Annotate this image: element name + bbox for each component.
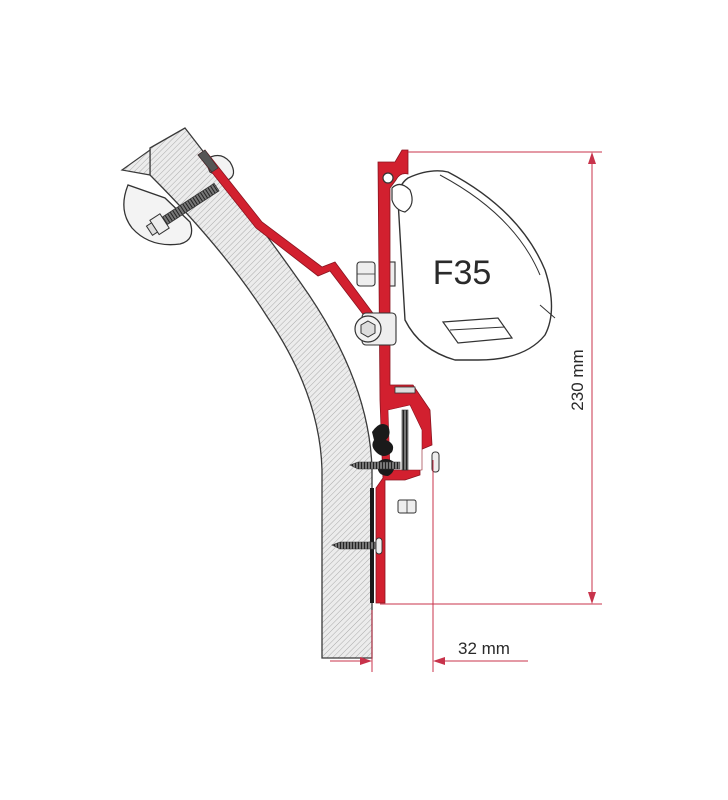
awning-case: F35 — [391, 170, 556, 361]
top-bolt — [145, 182, 220, 237]
hex-bolt — [354, 312, 397, 346]
product-label: F35 — [433, 254, 492, 292]
dimension-height: 230 mm — [380, 151, 602, 605]
height-dimension-label: 230 mm — [568, 349, 587, 410]
dimension-offset: 32 mm — [330, 460, 528, 672]
wood-screws — [331, 461, 401, 555]
offset-dimension-label: 32 mm — [458, 639, 510, 658]
